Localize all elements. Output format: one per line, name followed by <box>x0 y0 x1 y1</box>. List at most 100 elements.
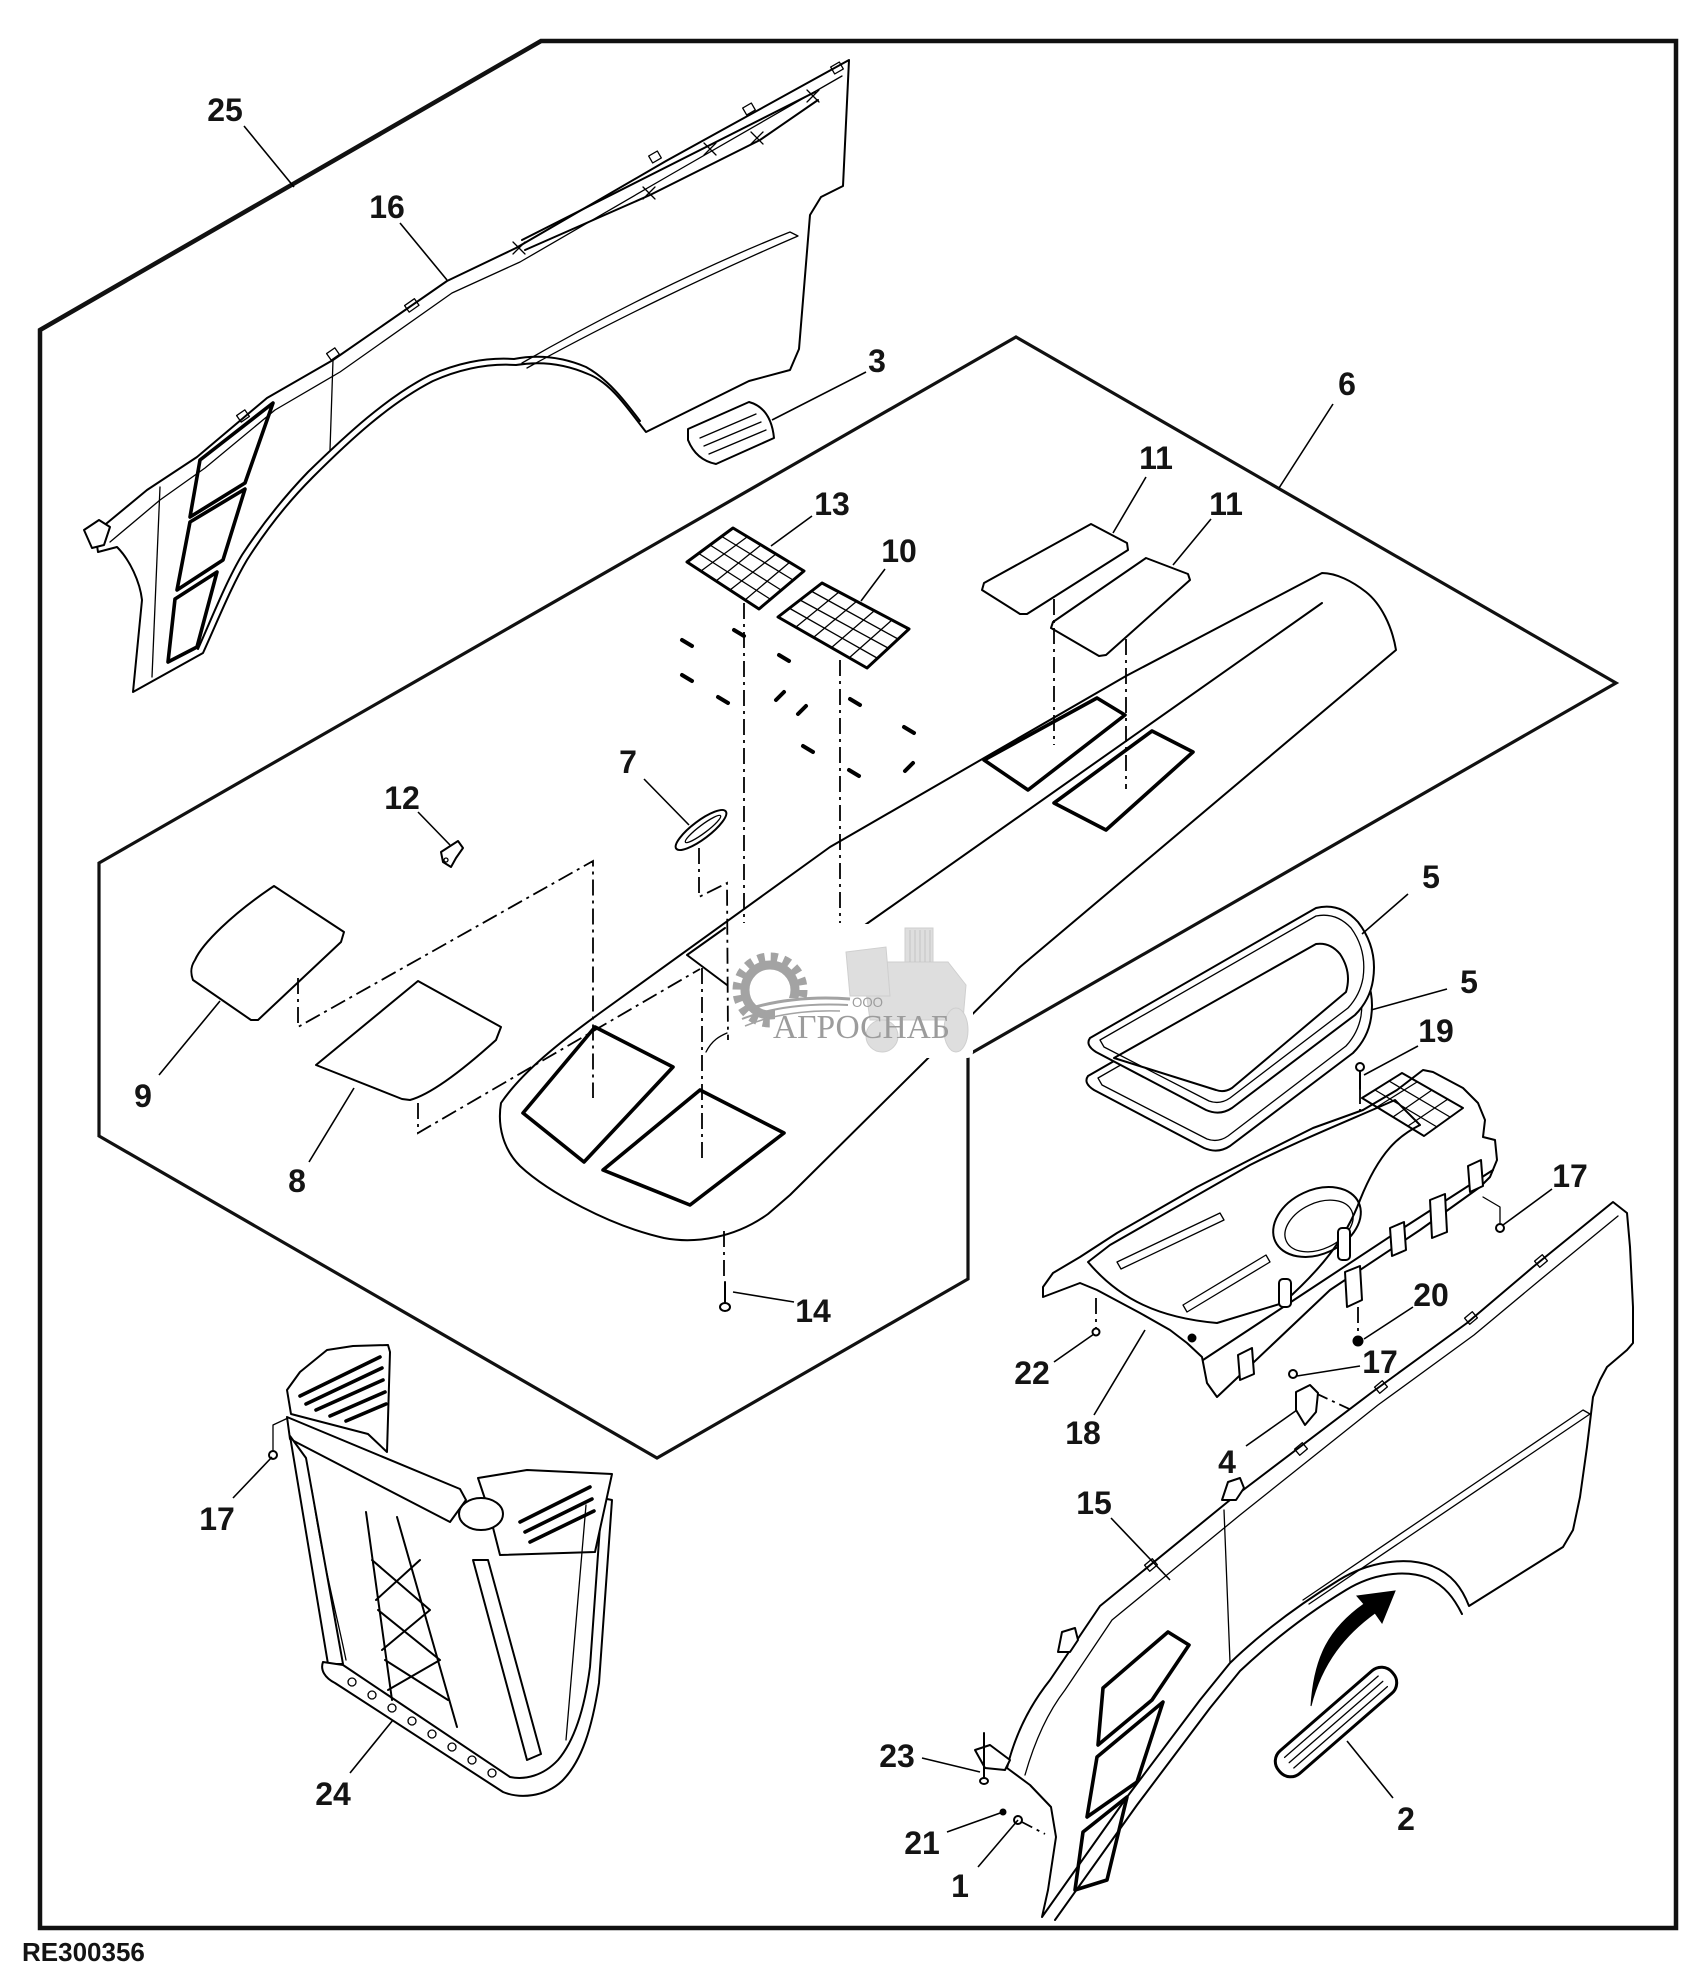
part-18-console <box>1042 1069 1498 1398</box>
fastener-dash <box>801 744 815 754</box>
strip-tab <box>830 61 844 75</box>
part-24-right-inner-edge <box>565 1504 587 1741</box>
part-6-small-opening <box>686 927 728 986</box>
part-15-strip-clip-2 <box>1057 1627 1079 1653</box>
callout-16: 16 <box>369 189 405 225</box>
leader-line-6 <box>1278 403 1334 489</box>
fastener-dash <box>847 768 861 778</box>
part-18-floor-slot-2 <box>1182 1254 1271 1313</box>
callout-8: 8 <box>288 1163 306 1199</box>
callout-11-a: 11 <box>1139 440 1173 476</box>
part-15-arch-lip <box>1054 1572 1463 1921</box>
harvester-grain-tank <box>904 927 934 965</box>
leader-line-17-b <box>1296 1365 1361 1377</box>
fastener-dash <box>796 704 808 716</box>
part-14-bolt <box>719 1281 731 1312</box>
part-10-outline <box>776 581 911 670</box>
harvester-cab <box>845 946 891 997</box>
part-16-top-strip-line <box>109 75 843 543</box>
part-15-side-panel-right <box>1006 1201 1634 1921</box>
alignment-lines <box>272 599 1501 1835</box>
callout-labels: 25 16 3 6 11 11 13 10 7 12 9 8 5 5 19 17… <box>134 92 1588 1904</box>
callout-12: 12 <box>384 780 420 816</box>
part-6-hood <box>498 572 1397 1242</box>
leader-line-21 <box>946 1811 1004 1833</box>
fastener-mark <box>512 241 526 255</box>
leader-line-16 <box>399 222 448 281</box>
fastener-dash-group <box>680 628 916 778</box>
callout-15: 15 <box>1076 1485 1112 1521</box>
leader-line-20 <box>1363 1306 1414 1340</box>
strip-tab <box>1463 1311 1479 1325</box>
part-15-strip-clip-1 <box>1221 1477 1245 1501</box>
callout-20: 20 <box>1413 1277 1449 1313</box>
part-12-hole <box>443 857 449 863</box>
part-15-top-strip-line <box>1024 1215 1619 1776</box>
fastener-dash <box>903 761 915 773</box>
fastener-dash <box>716 695 730 705</box>
leader-line-5-a <box>1361 893 1409 935</box>
alignment-line-8 <box>417 968 701 1135</box>
part-12-clip <box>440 840 464 868</box>
part-17-nut-right <box>1495 1223 1505 1233</box>
part-16-divider-line <box>329 359 334 451</box>
leader-line-17-a <box>1502 1188 1553 1226</box>
part-3-slots <box>699 413 767 455</box>
part-18-tub-floor <box>1087 1099 1421 1324</box>
fastener-dash <box>680 638 694 648</box>
part-6-detail-mark <box>705 1032 728 1053</box>
callout-10: 10 <box>881 533 917 569</box>
callout-17-b: 17 <box>1362 1344 1398 1380</box>
callout-3: 3 <box>868 343 886 379</box>
part-11-cover-a <box>981 523 1129 615</box>
part-2-side-vent <box>1273 1665 1399 1779</box>
part-7-ring-inner <box>684 814 722 844</box>
part-6-rear-opening-2 <box>1052 729 1195 832</box>
leader-line-12 <box>417 811 451 846</box>
part-6-front-opening-left <box>521 1025 675 1164</box>
part-18-side-upper-edge <box>1202 1169 1494 1361</box>
alignment-line-9 <box>297 859 594 1098</box>
part-23-bolt <box>974 1732 1011 1785</box>
watermark-swoosh <box>741 1003 849 1020</box>
leader-line-8 <box>308 1087 355 1163</box>
strip-tab <box>1143 1558 1159 1572</box>
part-14-head <box>719 1302 731 1312</box>
harvester-wheel <box>865 1019 899 1053</box>
frame-hole <box>447 1742 457 1752</box>
part-24-fan-ring <box>458 1497 504 1531</box>
part-18-outline <box>1042 1069 1498 1398</box>
callout-9: 9 <box>134 1078 152 1114</box>
strip-tab <box>1373 1380 1389 1394</box>
leader-line-5-b <box>1370 988 1448 1011</box>
part-10-grid <box>788 590 899 659</box>
callout-25: 25 <box>207 92 243 128</box>
harvester-header <box>943 1007 969 1053</box>
strip-tab <box>235 409 251 423</box>
part-18-round-opening <box>1272 1186 1362 1258</box>
alignment-line-4 <box>1312 1391 1363 1416</box>
part-15-louver-window-1 <box>1096 1630 1191 1747</box>
leader-line-18 <box>1093 1329 1146 1416</box>
part-24-bottom-frame <box>321 1497 613 1797</box>
part-5-upper-outer <box>1087 905 1375 1114</box>
part-11-cover-b <box>1050 557 1191 657</box>
part-10-grille <box>776 581 911 670</box>
frame-hole <box>427 1729 437 1739</box>
part-15-louver-window-3 <box>1073 1795 1129 1892</box>
rotation-arrow-icon <box>1310 1590 1396 1707</box>
assembly-frame-outer <box>37 38 1679 1931</box>
part-24-left-brace <box>311 1489 347 1661</box>
callout-1: 1 <box>951 1868 969 1904</box>
leader-line-15 <box>1110 1517 1171 1581</box>
frame-hole <box>487 1768 497 1778</box>
fastener-dash <box>732 628 746 638</box>
part-16-strip-tabs <box>235 61 844 423</box>
part-15-crease-line <box>1302 1409 1591 1605</box>
leader-line-11-b <box>1172 518 1212 566</box>
callout-5-b: 5 <box>1460 964 1478 1000</box>
part-16-wiper-rail <box>521 91 819 251</box>
part-16-front-clip <box>83 519 111 549</box>
strip-tab <box>1533 1254 1549 1268</box>
